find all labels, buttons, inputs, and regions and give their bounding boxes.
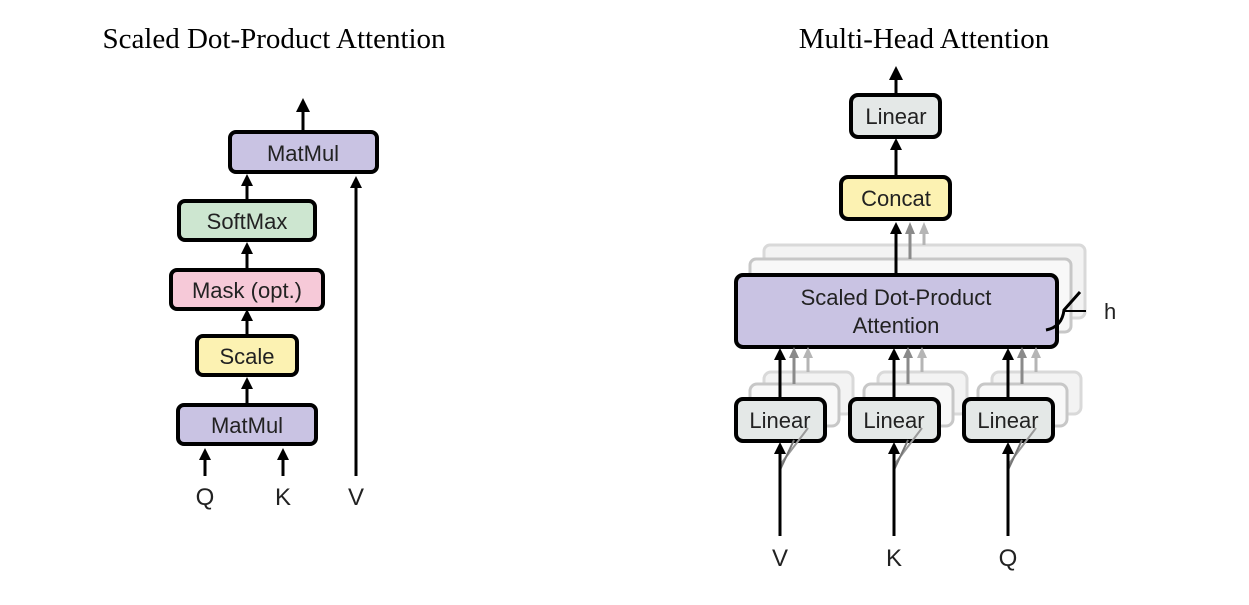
right-input-arrows	[774, 427, 1037, 536]
scale-label: Scale	[219, 344, 274, 369]
linear-v-label: Linear	[749, 408, 810, 433]
linear-k-stack: Linear	[848, 347, 969, 443]
left-title: Scaled Dot-Product Attention	[102, 23, 446, 55]
head-arrows	[890, 222, 929, 275]
block-concat: Concat	[839, 175, 952, 221]
linear-v-box	[734, 397, 827, 443]
left-arrows	[199, 98, 362, 476]
scale-box	[195, 334, 299, 377]
block-mask: Mask (opt.)	[169, 268, 325, 311]
block-scale: Scale	[195, 334, 299, 377]
linear-out-label: Linear	[865, 104, 926, 129]
linear-k-label: Linear	[863, 408, 924, 433]
block-attention: Scaled Dot-Product Attention	[734, 273, 1059, 349]
matmul-top-label: MatMul	[267, 141, 339, 166]
linear-k-box	[848, 397, 941, 443]
linear-q-label: Linear	[977, 408, 1038, 433]
right-title: Multi-Head Attention	[799, 23, 1050, 55]
h-bracket-stroke	[1045, 291, 1082, 332]
input-q-left: Q	[196, 484, 215, 511]
input-v-left: V	[348, 484, 364, 511]
block-matmul-bottom: MatMul	[176, 403, 318, 446]
linear-v-stack: Linear	[734, 347, 855, 443]
attention-label-line1: Scaled Dot-Product	[801, 285, 992, 310]
concat-box	[839, 175, 952, 221]
softmax-box	[177, 199, 317, 242]
concat-label: Concat	[861, 186, 931, 211]
block-softmax: SoftMax	[177, 199, 317, 242]
linear-out-box	[849, 93, 942, 139]
block-matmul-top: MatMul	[228, 130, 379, 174]
head-count-label: h	[1104, 299, 1116, 324]
matmul-top-box	[228, 130, 379, 174]
input-v-right: V	[772, 545, 788, 572]
mask-label: Mask (opt.)	[192, 278, 302, 303]
linear-q-box	[962, 397, 1055, 443]
mask-box	[169, 268, 325, 311]
attention-label-line2: Attention	[853, 313, 940, 338]
input-q-right: Q	[999, 545, 1018, 572]
block-linear-out: Linear	[849, 93, 942, 139]
head-count-bracket: h	[1045, 291, 1116, 332]
input-k-left: K	[275, 484, 291, 511]
matmul-bottom-label: MatMul	[211, 413, 283, 438]
matmul-bottom-box	[176, 403, 318, 446]
linear-q-stack: Linear	[962, 347, 1083, 443]
softmax-label: SoftMax	[207, 209, 288, 234]
attention-box	[734, 273, 1059, 349]
input-k-right: K	[886, 545, 902, 572]
right-top-arrows	[889, 66, 903, 175]
